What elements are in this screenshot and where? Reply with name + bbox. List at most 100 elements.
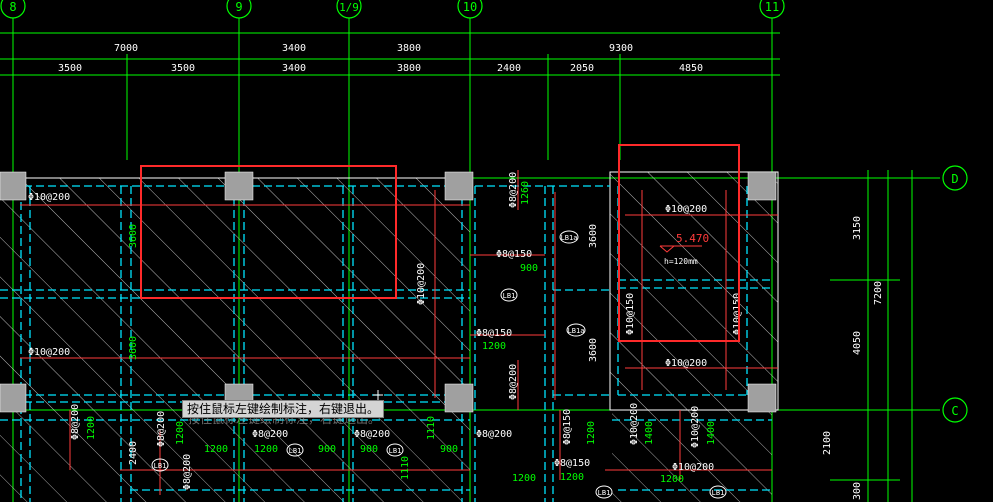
svg-text:5.470: 5.470 bbox=[676, 232, 709, 245]
highlight-box[interactable] bbox=[618, 144, 740, 342]
column[interactable] bbox=[444, 383, 474, 413]
slab-tag[interactable]: LB1 bbox=[709, 485, 727, 499]
slab-tag[interactable]: LB1 bbox=[595, 485, 613, 499]
column[interactable] bbox=[0, 171, 27, 201]
rebar-label[interactable]: Φ10@150 bbox=[732, 293, 743, 335]
span-label: 900 bbox=[360, 444, 378, 455]
rebar-label[interactable]: Φ8@200 bbox=[476, 429, 512, 440]
command-tooltip: 按住鼠标左键绘制标注，右键退出。 bbox=[182, 400, 385, 418]
rebar-label[interactable]: Φ10@200 bbox=[690, 406, 701, 448]
dim-text: 3400 bbox=[282, 63, 306, 74]
span-label: 1200 bbox=[660, 474, 684, 485]
dim-text: 3500 bbox=[58, 63, 82, 74]
axis-10-bubble[interactable]: 10 bbox=[457, 0, 483, 19]
rebar-label[interactable]: Φ8@150 bbox=[554, 458, 590, 469]
rebar-label[interactable]: Φ10@200 bbox=[28, 347, 70, 358]
rebar-label[interactable]: Φ8@150 bbox=[496, 249, 532, 260]
grid-axis-bubbles-right: D C bbox=[942, 165, 968, 423]
svg-text:9: 9 bbox=[235, 0, 242, 14]
slab-tag[interactable]: LB1a bbox=[559, 230, 579, 244]
span-label: 3600 bbox=[128, 336, 139, 360]
span-label: 1110 bbox=[426, 416, 437, 440]
column[interactable] bbox=[444, 171, 474, 201]
svg-text:LB1: LB1 bbox=[712, 489, 725, 497]
span-label: 1200 bbox=[254, 444, 278, 455]
dim-text: 7000 bbox=[114, 43, 138, 54]
dim-text: 4850 bbox=[679, 63, 703, 74]
svg-text:11: 11 bbox=[765, 0, 779, 14]
slab-tag[interactable]: LB1 bbox=[286, 443, 304, 457]
span-label: 1260 bbox=[520, 181, 531, 205]
span-label: 900 bbox=[520, 263, 538, 274]
dim-text: 3400 bbox=[282, 43, 306, 54]
slab-tag[interactable]: LB1 bbox=[151, 458, 169, 472]
rebar-lines bbox=[20, 170, 778, 495]
slab-hatch-areas bbox=[0, 172, 778, 502]
column[interactable] bbox=[224, 171, 254, 201]
span-label: 1200 bbox=[560, 472, 584, 483]
axis-8-bubble[interactable]: 8 bbox=[0, 0, 26, 19]
rebar-label[interactable]: Φ10@150 bbox=[625, 293, 636, 335]
dim-text: 3500 bbox=[171, 63, 195, 74]
svg-text:LB1: LB1 bbox=[289, 447, 302, 455]
dim-text: 300 bbox=[852, 482, 863, 500]
rebar-label[interactable]: Φ8@200 bbox=[182, 454, 193, 490]
span-label: 2400 bbox=[128, 441, 139, 465]
span-label: 1110 bbox=[400, 456, 411, 480]
span-label: 1200 bbox=[586, 421, 597, 445]
dim-text: 9300 bbox=[609, 43, 633, 54]
rebar-label[interactable]: Φ8@200 bbox=[70, 404, 81, 440]
rebar-label[interactable]: Φ10@200 bbox=[665, 358, 707, 369]
rebar-label[interactable]: Φ8@200 bbox=[354, 429, 390, 440]
rebar-label[interactable]: Φ8@200 bbox=[508, 364, 519, 400]
span-label: 1200 bbox=[175, 421, 186, 445]
axis-9-bubble[interactable]: 9 bbox=[226, 0, 252, 19]
svg-text:8: 8 bbox=[9, 0, 16, 14]
slab-tag[interactable]: LB1a bbox=[566, 323, 586, 337]
rebar-label[interactable]: Φ8@150 bbox=[476, 328, 512, 339]
dim-text: 7200 bbox=[873, 281, 884, 305]
slab-tag[interactable]: LB1 bbox=[500, 288, 518, 302]
right-dimension-lines bbox=[830, 170, 940, 502]
rebar-label[interactable]: Φ10@200 bbox=[28, 192, 70, 203]
rebar-label[interactable]: Φ10@200 bbox=[629, 403, 640, 445]
span-label: 3600 bbox=[588, 338, 599, 362]
rebar-label[interactable]: Φ8@150 bbox=[562, 409, 573, 445]
axis-1-9-bubble[interactable]: 1/9 bbox=[336, 0, 362, 19]
elevation-mark[interactable]: 5.470 h=120mm bbox=[659, 232, 709, 266]
top-dimension-row2: 3500 3500 3400 3800 2400 2050 4850 bbox=[58, 63, 703, 74]
column[interactable] bbox=[747, 171, 777, 201]
svg-text:1/9: 1/9 bbox=[339, 1, 359, 14]
highlight-box[interactable] bbox=[140, 165, 397, 299]
dim-text: 3150 bbox=[852, 216, 863, 240]
column[interactable] bbox=[0, 383, 27, 413]
axis-11-bubble[interactable]: 11 bbox=[759, 0, 785, 19]
span-label: 3600 bbox=[588, 224, 599, 248]
svg-text:10: 10 bbox=[463, 0, 477, 14]
rebar-label[interactable]: Φ10@200 bbox=[672, 462, 714, 473]
rebar-label[interactable]: Φ10@200 bbox=[416, 263, 427, 305]
rebar-label[interactable]: Φ10@200 bbox=[665, 204, 707, 215]
dim-text: 3800 bbox=[397, 43, 421, 54]
dim-text: 2050 bbox=[570, 63, 594, 74]
svg-text:LB1: LB1 bbox=[154, 462, 167, 470]
span-label: 900 bbox=[318, 444, 336, 455]
span-label: 1200 bbox=[204, 444, 228, 455]
rebar-label[interactable]: Φ8@200 bbox=[252, 429, 288, 440]
highlight-boxes bbox=[140, 144, 740, 342]
top-dimension-row1: 7000 3400 3800 9300 bbox=[114, 43, 633, 54]
rebar-label[interactable]: Φ8@200 bbox=[156, 411, 167, 447]
right-dimension-texts: 3150 7200 4050 2100 300 bbox=[822, 216, 884, 500]
slab-tag[interactable]: LB1 bbox=[386, 443, 404, 457]
dim-text: 2400 bbox=[497, 63, 521, 74]
svg-text:C: C bbox=[951, 404, 958, 418]
axis-C-bubble[interactable]: C bbox=[942, 397, 968, 423]
rebar-label[interactable]: Φ8@200 bbox=[508, 172, 519, 208]
column[interactable] bbox=[747, 383, 777, 413]
axis-D-bubble[interactable]: D bbox=[942, 165, 968, 191]
span-labels: 3600 3600 3600 3600 1260 1200 900 1200 1… bbox=[86, 181, 717, 485]
svg-text:h=120mm: h=120mm bbox=[664, 257, 698, 266]
svg-text:LB1a: LB1a bbox=[568, 327, 585, 335]
dim-text: 4050 bbox=[852, 331, 863, 355]
